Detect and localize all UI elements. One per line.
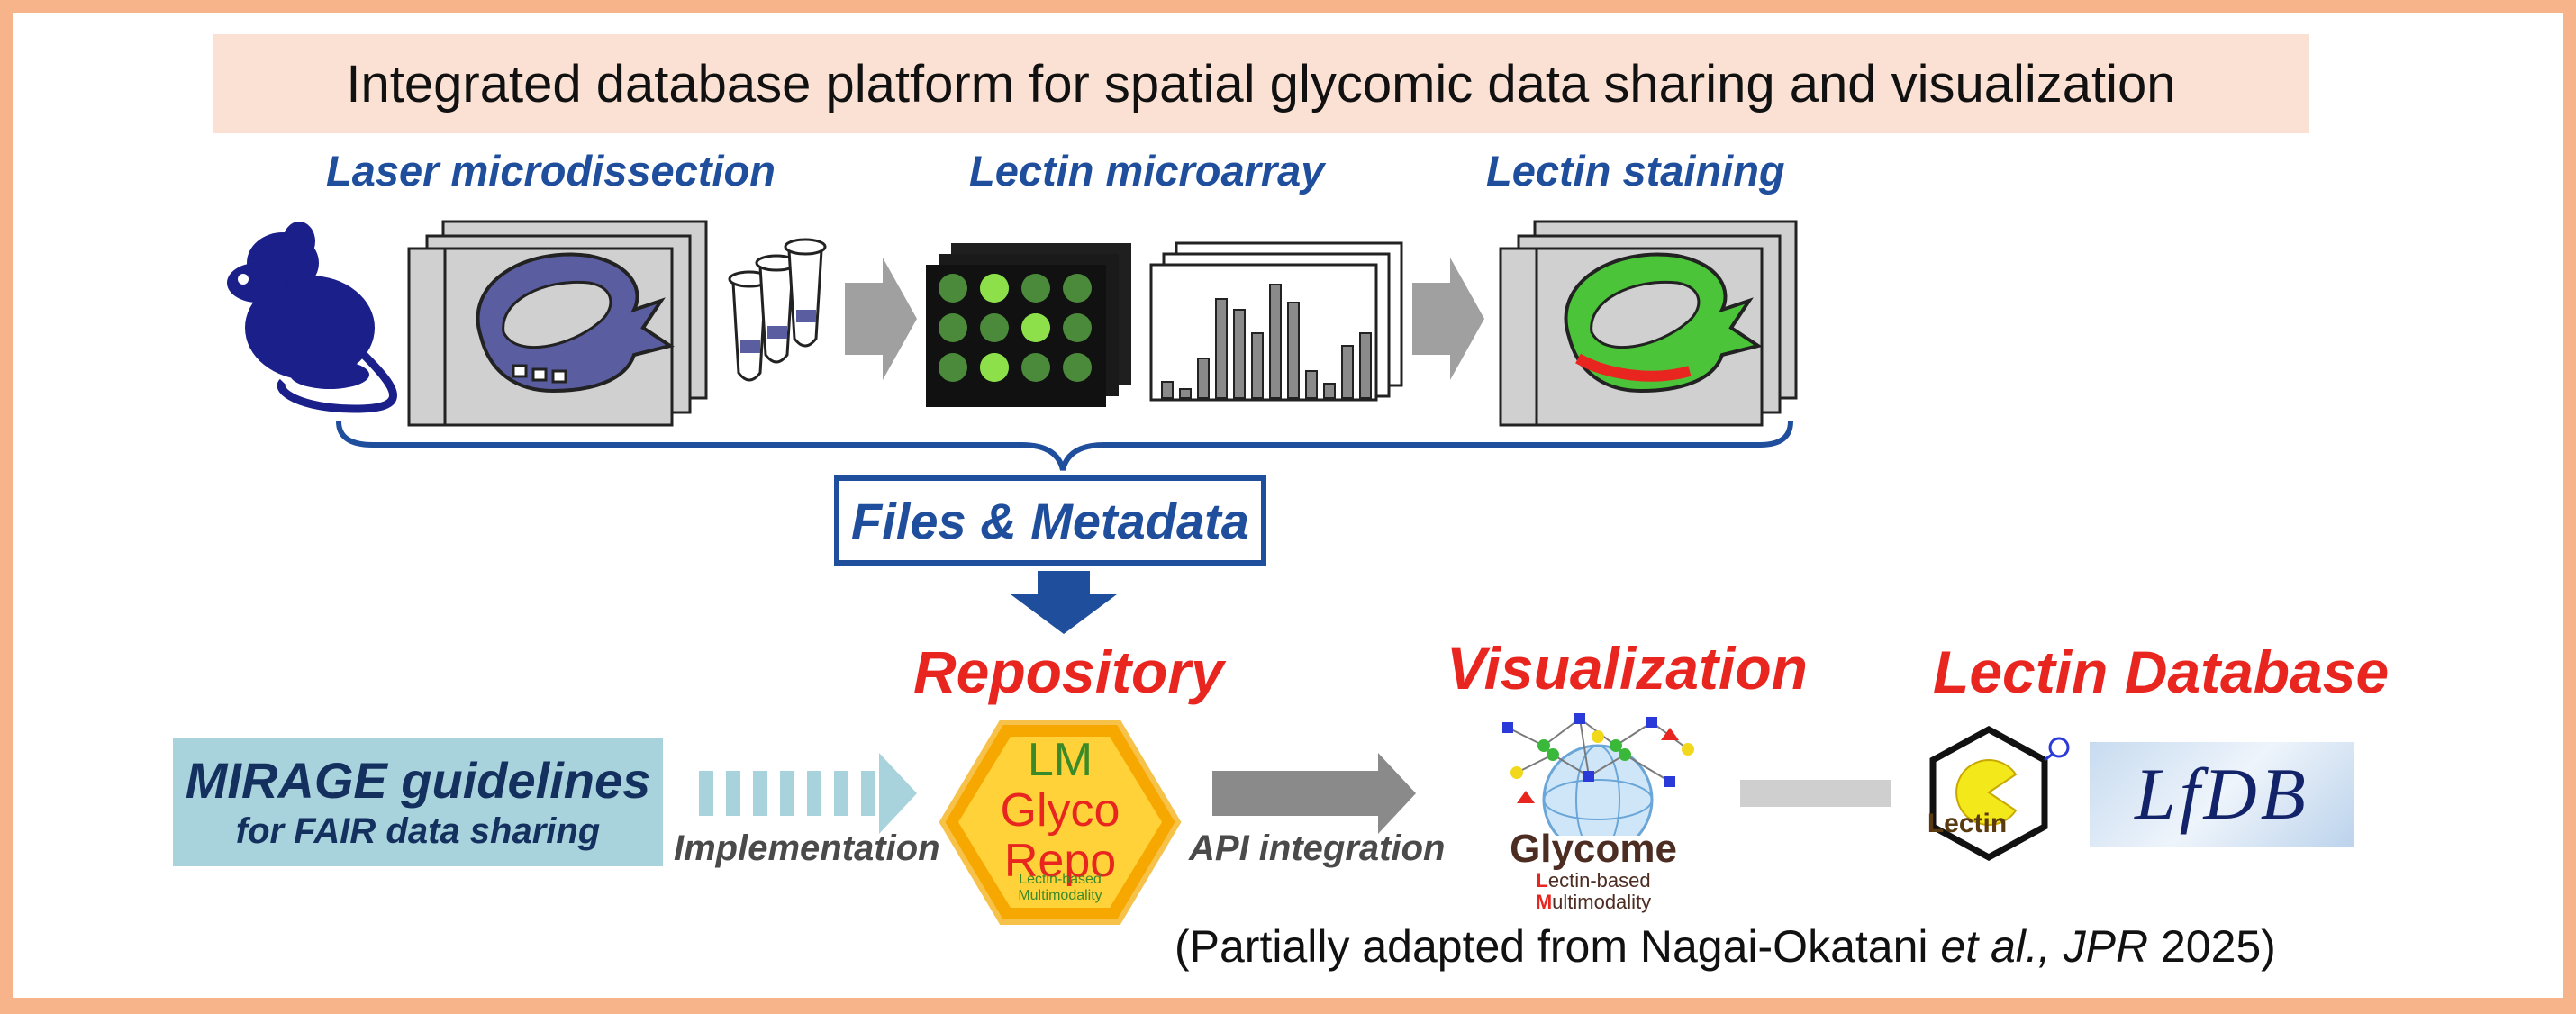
credit-after: 2025) xyxy=(2148,921,2276,972)
mirage-title: MIRAGE guidelines xyxy=(185,752,651,809)
mirage-guidelines-box: MIRAGE guidelines for FAIR data sharing xyxy=(173,738,663,866)
lm-glycorepo-logo xyxy=(939,720,1182,925)
lm-logo-line3: Repo xyxy=(1003,835,1117,887)
arrow-right-icon xyxy=(1212,753,1416,834)
page-title: Integrated database platform for spatial… xyxy=(346,54,2176,113)
glycome-sub2-initial: M xyxy=(1535,891,1553,913)
workflow-illustration xyxy=(227,220,1798,634)
lm-logo-subtitle: Lectin-based Multimodality xyxy=(939,872,1182,904)
step-label-lectin-microarray: Lectin microarray xyxy=(969,147,1325,195)
tissue-slide-stack-icon xyxy=(407,220,708,427)
glycome-logo-word: Glycome xyxy=(1510,827,1677,871)
implementation-label: Implementation xyxy=(674,828,940,868)
lectin-hexagon-logo xyxy=(1929,726,2070,861)
glycome-sub1-rest: ectin-based xyxy=(1547,869,1651,892)
visualization-label: Visualization xyxy=(1447,635,1808,702)
lectin-logo-word: Lectin xyxy=(1927,809,2008,838)
credit-text: (Partially adapted from Nagai-Okatani et… xyxy=(1175,920,2276,973)
arrow-right-icon xyxy=(1412,258,1484,380)
step-label-lectin-staining: Lectin staining xyxy=(1486,147,1785,195)
glycome-sub2-rest: ultimodality xyxy=(1552,891,1652,913)
curly-brace xyxy=(336,421,1793,471)
credit-journal: JPR xyxy=(2063,921,2149,972)
bottom-arrows xyxy=(699,753,1891,834)
sample-tubes-icon xyxy=(728,238,827,382)
api-integration-label: API integration xyxy=(1189,828,1446,868)
credit-before: (Partially adapted from Nagai-Okatani xyxy=(1175,921,1941,972)
lm-logo-line2: Glyco xyxy=(1000,784,1120,837)
lfdb-logo: LfDB xyxy=(2090,742,2354,847)
glycome-sub1-initial: L xyxy=(1536,869,1548,892)
title-banner: Integrated database platform for spatial… xyxy=(213,34,2309,133)
lm-logo-sub2: Multimodality xyxy=(1018,888,1102,903)
repository-label: Repository xyxy=(913,638,1224,705)
connector-bar xyxy=(1740,780,1891,807)
diagram-frame: Integrated database platform for spatial… xyxy=(13,13,2563,998)
credit-etal: et al., xyxy=(1940,921,2051,972)
mirage-subtitle: for FAIR data sharing xyxy=(235,811,601,851)
microarray-slides-icon xyxy=(926,243,1131,407)
bar-chart-stack-icon xyxy=(1149,241,1403,402)
lm-logo-line1: LM xyxy=(1027,734,1093,786)
lectin-database-label: Lectin Database xyxy=(1933,638,2390,705)
files-metadata-box: Files & Metadata xyxy=(834,475,1266,566)
lm-logo-sub1: Lectin-based xyxy=(1019,872,1102,887)
files-metadata-label: Files & Metadata xyxy=(851,492,1249,549)
arrow-right-icon xyxy=(845,258,917,380)
lfdb-logo-text: LfDB xyxy=(2135,753,2309,835)
lm-glycorepo-logo-text: LM Glyco Repo xyxy=(939,735,1182,886)
glycome-logo-subtitle: Lectin-based Multimodality xyxy=(1481,870,1706,913)
arrow-down-icon xyxy=(1011,571,1117,634)
stained-tissue-slide-stack-icon xyxy=(1499,220,1798,427)
dashed-arrow-right-icon xyxy=(699,753,917,834)
mouse-icon xyxy=(227,222,397,413)
step-label-laser-microdissection: Laser microdissection xyxy=(326,147,776,195)
glycome-network-icon xyxy=(1502,713,1694,836)
